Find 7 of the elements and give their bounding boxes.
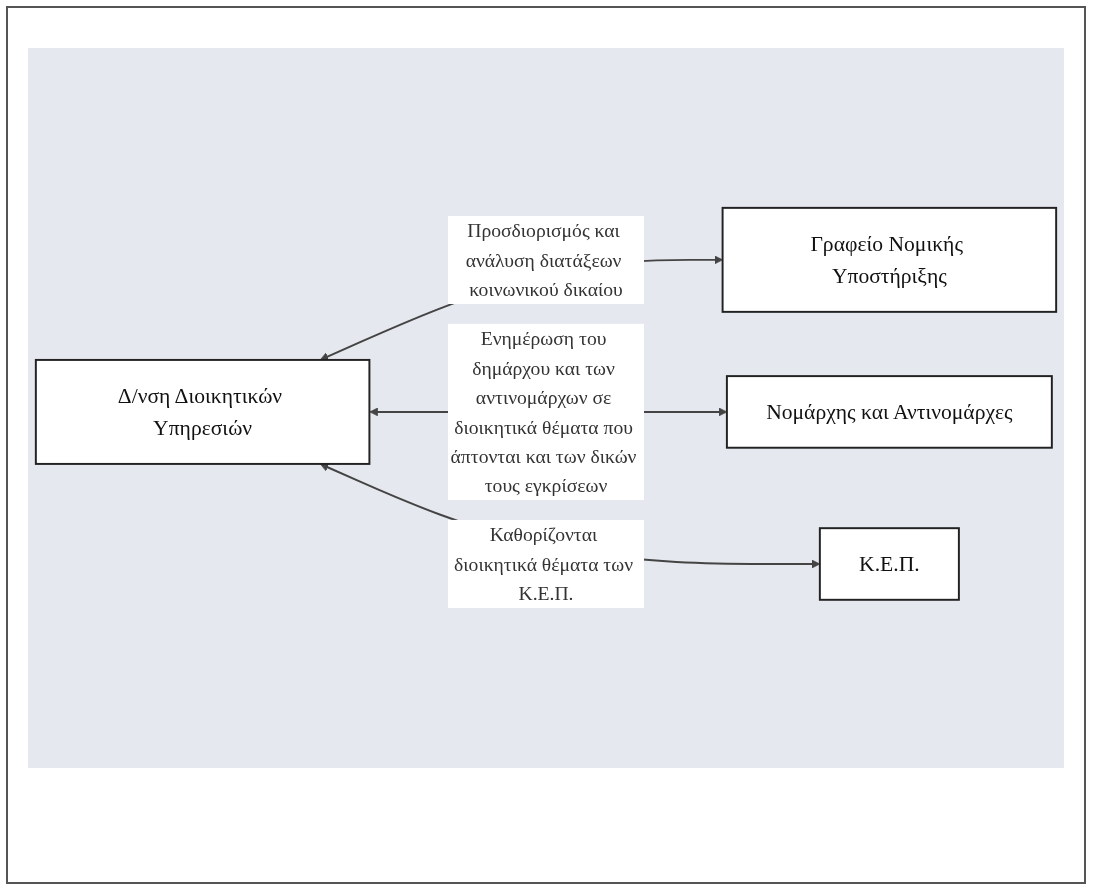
edge-label: Ενημέρωση του δημάρχου και των αντινομάρχων σε διοικητικά θέματα που άπτονται και των δικών τους εγκρίσεων xyxy=(450,327,637,497)
edge-label: Προσδιορισμός και ανάλυση διατάξεων κοινωνικού δικαίου xyxy=(465,219,623,301)
edge-label: Καθορίζονται διοικητικά θέματα των Κ.Ε.Π. xyxy=(454,523,634,605)
node-box: Δ/νση Διοικητικών Υπηρεσιών xyxy=(34,358,371,465)
node-box: Κ.Ε.Π. xyxy=(818,527,960,601)
node-box: Νομάρχης και Αντινομάρχες xyxy=(725,375,1053,449)
node-box: Γραφείο Νομικής Υποστήριξης xyxy=(721,206,1058,313)
